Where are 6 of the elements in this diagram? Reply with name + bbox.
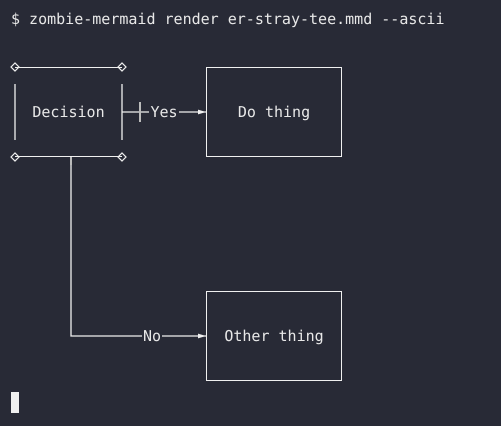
command-line: $ zombie-mermaid render er-stray-tee.mmd --ascii <box>11 10 444 28</box>
process-box <box>206 67 342 157</box>
node-label: Do thing <box>238 103 310 121</box>
node-label: Decision <box>32 103 105 121</box>
process-box <box>206 291 342 381</box>
node-label: Other thing <box>224 327 324 345</box>
